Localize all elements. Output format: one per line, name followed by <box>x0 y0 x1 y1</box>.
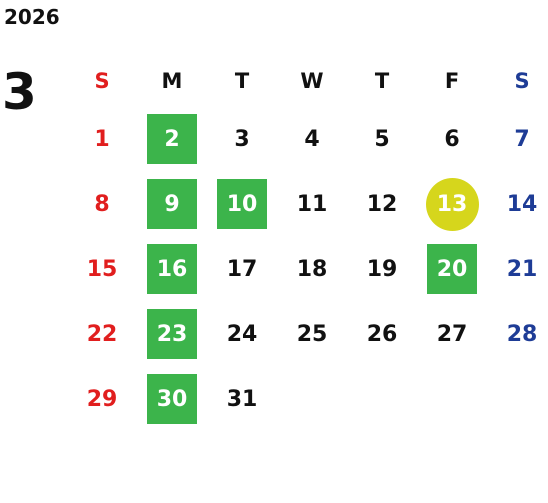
day-number: 8 <box>94 192 110 217</box>
day-cell-highlighted[interactable]: 30 <box>137 367 207 432</box>
day-cell-highlighted[interactable]: 9 <box>137 172 207 237</box>
calendar-year: 2026 <box>4 5 60 29</box>
day-cell[interactable]: 18 <box>277 237 347 302</box>
day-cell[interactable]: 24 <box>207 302 277 367</box>
day-cell-highlighted[interactable]: 2 <box>137 107 207 172</box>
day-cell-highlighted[interactable]: 20 <box>417 237 487 302</box>
day-number: 19 <box>366 257 398 282</box>
day-number: 25 <box>296 322 328 347</box>
weekday-header-fri: F <box>444 69 460 93</box>
day-cell[interactable]: 8 <box>67 172 137 237</box>
day-number: 23 <box>156 322 188 347</box>
day-number: 22 <box>86 322 118 347</box>
day-number: 13 <box>436 192 468 217</box>
day-cell[interactable]: 28 <box>487 302 548 367</box>
day-cell[interactable]: 25 <box>277 302 347 367</box>
day-number: 30 <box>156 387 188 412</box>
day-cell[interactable]: 7 <box>487 107 548 172</box>
day-cell-empty <box>347 367 417 432</box>
day-number: 17 <box>226 257 258 282</box>
day-cell-highlighted[interactable]: 10 <box>207 172 277 237</box>
day-number: 24 <box>226 322 258 347</box>
day-number: 18 <box>296 257 328 282</box>
day-cell[interactable]: 1 <box>67 107 137 172</box>
day-cell[interactable]: 27 <box>417 302 487 367</box>
calendar-month: 3 <box>2 63 37 121</box>
day-cell-highlighted[interactable]: 16 <box>137 237 207 302</box>
day-cell[interactable]: 29 <box>67 367 137 432</box>
weekday-header-thu: T <box>374 69 390 93</box>
day-cell[interactable]: 19 <box>347 237 417 302</box>
day-number: 14 <box>506 192 538 217</box>
day-number: 10 <box>226 192 258 217</box>
day-cell-empty <box>417 367 487 432</box>
day-number: 5 <box>374 127 390 152</box>
day-number: 27 <box>436 322 468 347</box>
day-number: 2 <box>164 127 180 152</box>
day-number: 7 <box>514 127 530 152</box>
day-cell-highlighted[interactable]: 23 <box>137 302 207 367</box>
day-number: 3 <box>234 127 250 152</box>
day-cell[interactable]: 31 <box>207 367 277 432</box>
day-number: 26 <box>366 322 398 347</box>
day-number: 16 <box>156 257 188 282</box>
day-cell[interactable]: 12 <box>347 172 417 237</box>
day-number: 31 <box>226 387 258 412</box>
day-number: 28 <box>506 322 538 347</box>
day-number: 20 <box>436 257 468 282</box>
day-cell[interactable]: 4 <box>277 107 347 172</box>
day-cell[interactable]: 6 <box>417 107 487 172</box>
day-cell[interactable]: 11 <box>277 172 347 237</box>
day-cell[interactable]: 22 <box>67 302 137 367</box>
weekday-header-tue: T <box>234 69 250 93</box>
calendar-grid: S M T W T F S 1 2 3 4 5 6 7 8 9 10 11 12… <box>67 55 548 432</box>
day-number: 21 <box>506 257 538 282</box>
day-cell-empty <box>487 367 548 432</box>
day-cell[interactable]: 3 <box>207 107 277 172</box>
day-cell-today[interactable]: 13 <box>417 172 487 237</box>
day-cell-empty <box>277 367 347 432</box>
weekday-header-sun: S <box>94 69 110 93</box>
day-cell[interactable]: 14 <box>487 172 548 237</box>
day-number: 9 <box>164 192 180 217</box>
day-cell[interactable]: 21 <box>487 237 548 302</box>
day-cell[interactable]: 5 <box>347 107 417 172</box>
day-number: 29 <box>86 387 118 412</box>
weekday-header-wed: W <box>300 69 324 93</box>
day-cell[interactable]: 15 <box>67 237 137 302</box>
day-number: 1 <box>94 127 110 152</box>
weekday-header-sat: S <box>514 69 530 93</box>
day-cell[interactable]: 17 <box>207 237 277 302</box>
day-number: 4 <box>304 127 320 152</box>
day-number: 12 <box>366 192 398 217</box>
day-number: 15 <box>86 257 118 282</box>
day-cell[interactable]: 26 <box>347 302 417 367</box>
day-number: 11 <box>296 192 328 217</box>
weekday-header-mon: M <box>161 69 183 93</box>
day-number: 6 <box>444 127 460 152</box>
